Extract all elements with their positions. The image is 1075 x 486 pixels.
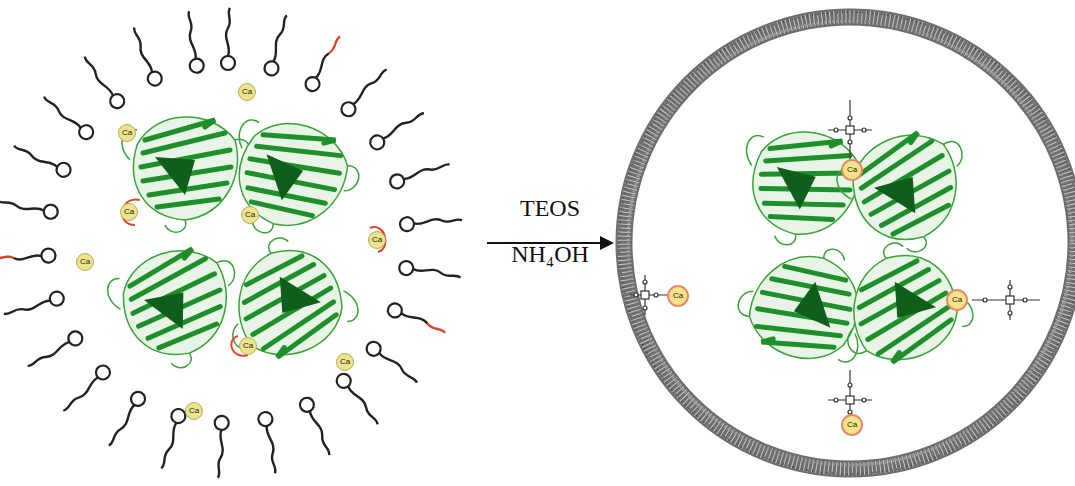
- ion-label: Ca: [673, 292, 683, 300]
- calcium-ion: Ca: [239, 337, 257, 355]
- calcium-ion: Ca: [368, 231, 386, 249]
- ion-label: Ca: [242, 88, 252, 96]
- calcium-ion: Ca: [946, 289, 968, 311]
- silica-shell: [619, 12, 1075, 474]
- ion-label: Ca: [847, 166, 857, 174]
- calcium-ion: Ca: [336, 353, 354, 371]
- ion-label: Ca: [80, 258, 90, 266]
- ion-label: Ca: [372, 236, 382, 244]
- ion-label: Ca: [189, 407, 199, 415]
- surfactant-ring: [0, 8, 462, 478]
- protein-cluster: [727, 118, 989, 378]
- ion-label: Ca: [847, 421, 857, 429]
- calcium-ion: Ca: [76, 253, 94, 271]
- calcium-ion: Ca: [120, 203, 138, 221]
- siloxane-link: [630, 100, 1040, 425]
- calcium-ion: Ca: [841, 414, 863, 436]
- ion-label: Ca: [243, 342, 253, 350]
- calcium-ion: Ca: [238, 83, 256, 101]
- calcium-ion: Ca: [185, 402, 203, 420]
- ion-label: Ca: [952, 296, 962, 304]
- ion-label: Ca: [245, 211, 255, 219]
- ion-label: Ca: [124, 208, 134, 216]
- ion-label: Ca: [122, 129, 132, 137]
- reagent-label: TEOS: [520, 195, 580, 222]
- calcium-ion: Ca: [667, 285, 689, 307]
- calcium-ion: Ca: [118, 124, 136, 142]
- ion-label: Ca: [340, 358, 350, 366]
- peptide-loop: [122, 199, 385, 355]
- reagent-label: NH₄OH: [511, 241, 589, 268]
- calcium-ion: Ca: [241, 206, 259, 224]
- protein-cluster: [102, 105, 370, 381]
- calcium-ion: Ca: [841, 159, 863, 181]
